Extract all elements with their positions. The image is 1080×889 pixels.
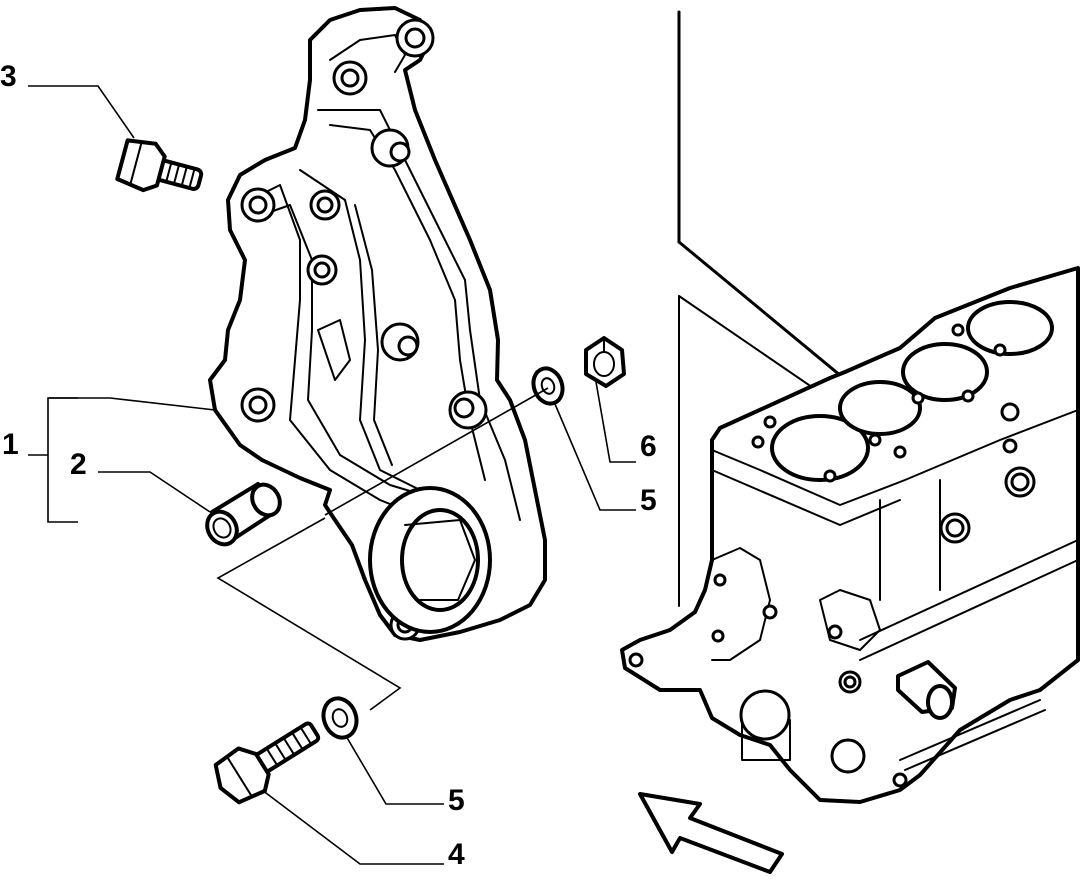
- direction-arrow-icon: [638, 792, 784, 874]
- bolt-flanged: [115, 138, 204, 193]
- engine-block: [620, 10, 1080, 804]
- leader-lines: [28, 85, 636, 865]
- washer-lower: [321, 696, 359, 740]
- cover-housing: [208, 6, 547, 642]
- nut: [584, 336, 626, 388]
- callout-4: 4: [448, 838, 465, 871]
- callout-1: 1: [2, 428, 19, 461]
- hex-bolt: [213, 721, 321, 805]
- dowel-sleeve: [205, 482, 282, 547]
- callout-5-upper: 5: [640, 484, 657, 517]
- callout-6: 6: [640, 430, 657, 463]
- callout-5-lower: 5: [448, 784, 465, 817]
- washer-upper: [531, 366, 565, 406]
- callout-2: 2: [70, 448, 87, 481]
- callout-3: 3: [0, 60, 17, 93]
